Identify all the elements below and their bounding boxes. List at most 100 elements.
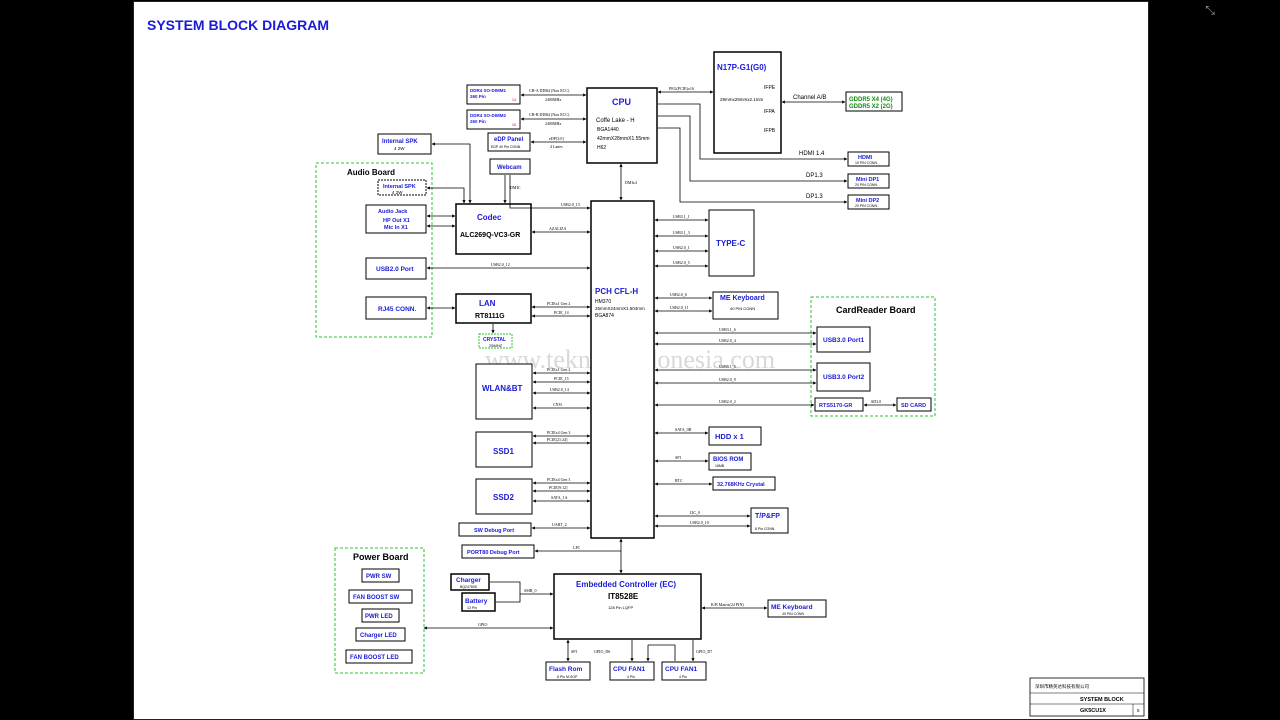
cpu-fan-b-label: CPU FAN1 bbox=[665, 666, 698, 673]
codec-title: Codec bbox=[477, 213, 502, 222]
flash-rom-sub: 8 Pin M-SOP bbox=[557, 675, 578, 679]
sig-usb2-2: USB2.0_2 bbox=[719, 399, 736, 404]
mini-dp2-sub: 20 PIN CONN. bbox=[855, 204, 878, 208]
sig-pcie-9-12: PCIE[9:12] bbox=[549, 485, 568, 490]
sig-ec-spi: SPI bbox=[571, 649, 577, 654]
rtc-crystal-label: 32.768KHz Crystal bbox=[717, 482, 765, 488]
sw-debug-label: SW Debug Port bbox=[474, 528, 514, 534]
sig-pcie4-g3a: PCIEx4 Gen 3 bbox=[547, 430, 570, 435]
sig-usb2-13: USB2.0_13 bbox=[561, 202, 580, 207]
sig-pcie-21-24: PCIE[21:24] bbox=[547, 437, 568, 442]
power-board-label: Power Board bbox=[353, 552, 409, 562]
port80-label: PORT80 Debug Port bbox=[467, 550, 520, 556]
hdmi-label: HDMI bbox=[858, 155, 873, 161]
cpu-line1: Coffe Lake - H bbox=[596, 118, 635, 124]
power-board-border bbox=[334, 547, 425, 674]
sig-dp13a: DP1.3 bbox=[806, 173, 823, 179]
ssd2-block: SSD2 bbox=[475, 478, 533, 515]
gddr5-line1: GDDR5 X4 (4G) bbox=[849, 97, 893, 103]
sig-spi: SPI bbox=[675, 455, 681, 460]
audio-mic-label: Mic In X1 bbox=[384, 225, 408, 231]
lan-title: LAN bbox=[479, 299, 496, 308]
spk-watt: 4 2W bbox=[394, 146, 405, 151]
codec-block: Codec ALC269Q-VC3-GR bbox=[455, 203, 532, 255]
dp2-line bbox=[658, 127, 848, 204]
webcam-usb-line bbox=[509, 175, 591, 210]
gpu-block: N17P-G1(G0) IFPE 29mmx29mmx2.1mm IFPA IF… bbox=[713, 51, 782, 154]
sig-usb2-12: USB2.0_12 bbox=[491, 262, 510, 267]
audio-board-border bbox=[315, 162, 433, 338]
hdmi-line bbox=[658, 103, 848, 161]
signal-labels: CH-A DDR4 (Non ECC) 2400MHz CH-B DDR4 (N… bbox=[478, 86, 881, 654]
sig-usb31-3: USB3.1_3 bbox=[673, 230, 690, 235]
crystal-block: CRYSTAL 25MHZ bbox=[478, 333, 513, 349]
mini-dp1-label: Mini DP1 bbox=[856, 177, 879, 183]
spk-line bbox=[431, 142, 472, 204]
sig-usb2-4: USB2.0_4 bbox=[719, 338, 736, 343]
cardreader-board-border bbox=[810, 296, 936, 417]
audio-jack-block: Audio Jack HP Out X1 Mic In X1 bbox=[365, 204, 427, 234]
ssd1-block: SSD1 bbox=[475, 431, 533, 468]
sig-smb0: SMB_0 bbox=[524, 588, 536, 593]
ec-block: Embedded Controller (EC) IT8528E 128 Pin… bbox=[553, 573, 702, 640]
usb20-port-block: USB2.0 Port bbox=[365, 257, 427, 280]
dimm1-num: 14 bbox=[512, 98, 516, 102]
bios-rom-sub: 16MB bbox=[715, 464, 725, 468]
sig-mhz-a: 2400MHz bbox=[545, 97, 561, 102]
fan-split-line bbox=[648, 644, 676, 661]
sig-azalia: AZALIZA bbox=[549, 226, 566, 231]
rj45-block: RJ45 CONN. bbox=[365, 296, 427, 320]
rj45-label: RJ45 CONN. bbox=[378, 306, 416, 313]
gddr5-block: GDDR5 X4 (4G) GDDR5 X2 (2G) bbox=[845, 91, 903, 112]
audio-board-label: Audio Board bbox=[347, 168, 395, 177]
dp1-line bbox=[658, 115, 848, 183]
dimm1-block: DDR4 SO-DIMM1 260 Pin 14 bbox=[466, 84, 521, 105]
mini-dp2-label: Mini DP2 bbox=[856, 198, 879, 204]
sig-usb2-6: USB2.0_6 bbox=[670, 292, 687, 297]
title-block: 深圳市精英达科技有限公司 SYSTEM BLOCK GK5CU1X 5 bbox=[1029, 677, 1145, 717]
crystal-freq: 25MHZ bbox=[489, 343, 503, 348]
cpu-fan-a-label: CPU FAN1 bbox=[613, 666, 646, 673]
sig-gpio-d7: GPIO_D7 bbox=[696, 649, 712, 654]
gddr5-line2: GDDR5 X2 (2G) bbox=[849, 104, 893, 110]
sig-i2c0: I2C_0 bbox=[690, 510, 700, 515]
ec-title: Embedded Controller (EC) bbox=[576, 580, 676, 589]
sig-gpio: GPIO bbox=[478, 622, 487, 627]
sig-ch-a: CH-A DDR4 (Non ECC) bbox=[529, 88, 570, 93]
me-keyboard2-sub: 40 PIN CONN bbox=[782, 612, 804, 616]
cpu-fan-b-block: CPU FAN1 4 Pin bbox=[661, 661, 707, 681]
charger-label: Charger bbox=[456, 577, 481, 584]
rts5170-block: RTS5170-GR bbox=[814, 397, 864, 412]
sig-usb31-6: USB3.1_6 bbox=[719, 327, 736, 332]
sig-gpio-d6: GPIO_D6 bbox=[594, 649, 610, 654]
pch-line1: HM370 bbox=[595, 299, 611, 305]
sig-sata-1a: SATA_1A bbox=[551, 495, 568, 500]
sig-usb2-14: USB2.0_14 bbox=[550, 387, 569, 392]
tpfp-block: T/P&FP 8 Pin CONN. bbox=[750, 507, 789, 534]
sig-pcie15: PCIE_15 bbox=[554, 376, 569, 381]
sw-debug-block: SW Debug Port bbox=[458, 522, 532, 537]
gpu-port-ifpa: IFPA bbox=[764, 109, 775, 115]
audio-spk-line bbox=[426, 186, 466, 204]
sig-usb2-10: USB2.0_10 bbox=[690, 520, 709, 525]
battery-block: Battery 13 Pin bbox=[461, 592, 496, 612]
sig-usb2-1: USB2.0_1 bbox=[673, 245, 690, 250]
wlan-block: WLAN&BT bbox=[475, 363, 533, 420]
sig-hdmi14: HDMI 1.4 bbox=[799, 151, 825, 157]
cpu-title: CPU bbox=[612, 97, 631, 107]
rtc-crystal-block: 32.768KHz Crystal bbox=[712, 476, 776, 491]
sig-peg: PEG(PCIE)x16 bbox=[669, 86, 694, 91]
battery-label: Battery bbox=[465, 598, 488, 605]
title-block-company: 深圳市精英达科技有限公司 bbox=[1035, 683, 1089, 690]
sig-dmi: DMIx4 bbox=[625, 180, 637, 185]
type-c-block: TYPE-C bbox=[708, 209, 755, 277]
power-board-items: PWR SW FAN BOOST SW PWR LED Charger LED … bbox=[345, 568, 413, 664]
sd-card-label: SD CARD bbox=[901, 403, 926, 409]
edp-block: eDP Panel EDP 40 Pin CONN. bbox=[487, 132, 531, 152]
crystal-label: CRYSTAL bbox=[483, 337, 506, 343]
gpu-port-ifpe: IFPE bbox=[764, 85, 776, 91]
expand-arrows-icon[interactable]: ⤡ bbox=[1205, 3, 1215, 17]
audio-spk-watt: 4 2W bbox=[392, 190, 403, 195]
sig-uart2: UART_2 bbox=[552, 522, 567, 527]
